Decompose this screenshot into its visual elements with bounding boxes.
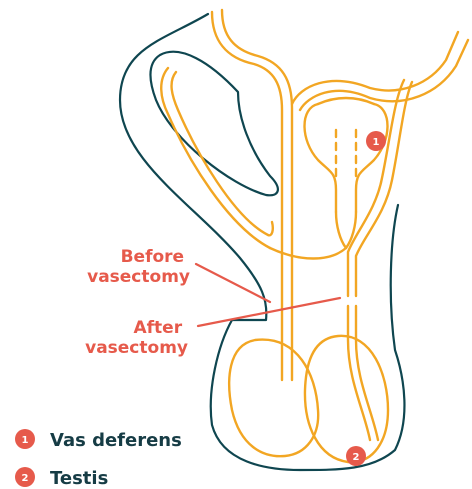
before-label-line-1: Before <box>121 247 184 267</box>
legend-item-2: 2 Testis <box>15 467 108 489</box>
legend: 1 Vas deferens 2 Testis <box>15 429 182 489</box>
legend-item-1: 1 Vas deferens <box>15 429 182 451</box>
after-label-line-1: After <box>133 318 182 338</box>
outline-penis <box>151 52 278 196</box>
after-label: After vasectomy <box>85 318 188 358</box>
legend-item-2-label: Testis <box>50 468 108 489</box>
marker-1-number: 1 <box>373 137 380 148</box>
before-label: Before vasectomy <box>87 247 190 287</box>
before-label-line-2: vasectomy <box>87 267 190 287</box>
marker-2-number: 2 <box>353 452 360 463</box>
marker-1: 1 <box>366 131 386 151</box>
legend-item-1-number: 1 <box>22 435 29 446</box>
marker-2: 2 <box>346 446 366 466</box>
after-label-line-2: vasectomy <box>85 338 188 358</box>
legend-item-2-number: 2 <box>22 473 29 484</box>
legend-item-1-label: Vas deferens <box>50 430 182 451</box>
